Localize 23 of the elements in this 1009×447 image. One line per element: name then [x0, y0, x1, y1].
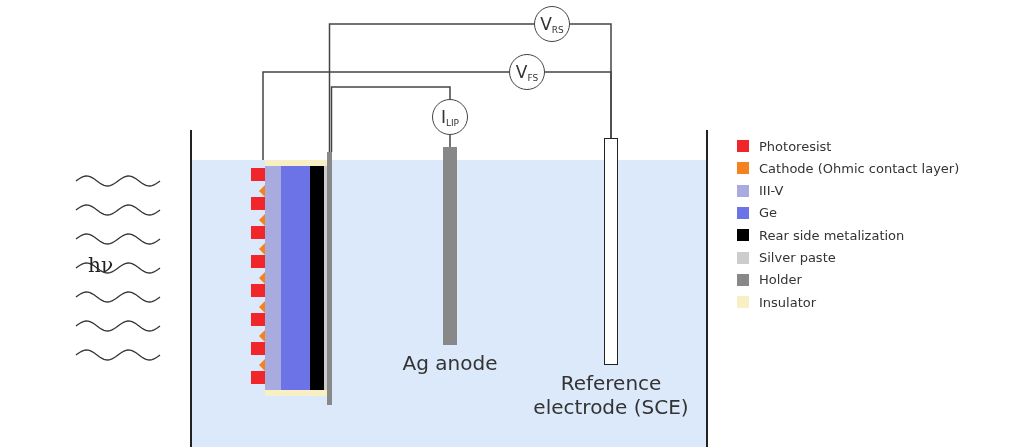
electrode-label: Reference electrode (SCE) — [532, 371, 690, 419]
meter-label: V$_{RS}$ — [540, 13, 564, 35]
legend-label: III-V — [759, 183, 784, 199]
meter-symbol — [509, 54, 545, 90]
legend-label: Holder — [759, 272, 802, 288]
wire — [544, 71, 612, 139]
legend-label: Photoresist — [759, 138, 832, 154]
wire — [328, 23, 535, 153]
meter-symbol — [432, 99, 468, 135]
legend-label: Cathode (Ohmic contact layer) — [759, 160, 960, 176]
meter-label: V$_{FS}$ — [515, 61, 539, 83]
legend-label: Silver paste — [759, 250, 836, 265]
meter-label: I$_{LIP}$ — [440, 106, 460, 128]
holder-rod — [327, 152, 332, 405]
wire — [449, 134, 451, 148]
legend-label: Insulator — [759, 294, 817, 310]
photon-energy-label: hν — [88, 253, 114, 277]
meter-symbol — [534, 6, 570, 42]
legend-label: Ge — [759, 205, 778, 221]
legend-label: Rear side metalization — [759, 227, 905, 243]
wire — [262, 71, 510, 161]
electrode-label: Ag anode — [401, 351, 499, 375]
wire — [330, 86, 451, 153]
